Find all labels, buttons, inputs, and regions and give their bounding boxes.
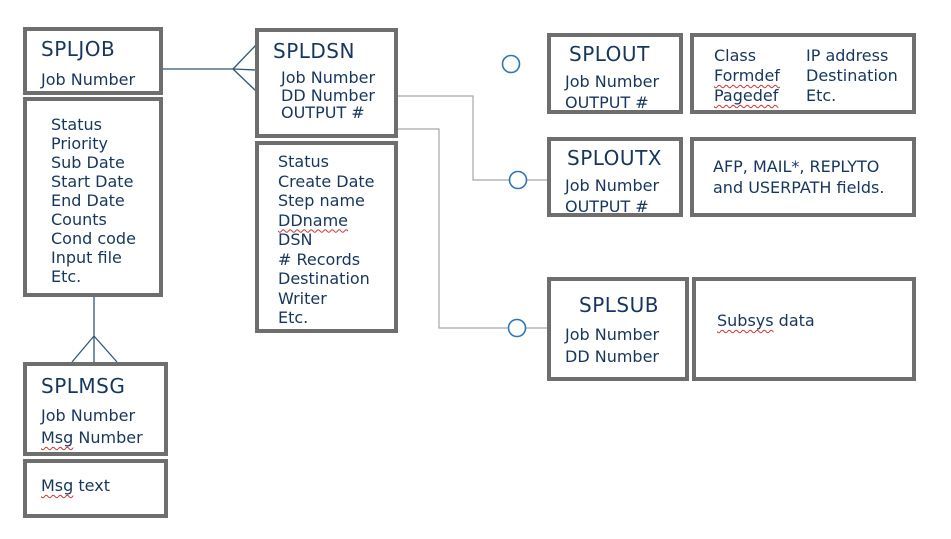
entity-splout-fields-panel: Class Formdef Pagedef IP address Destina… — [690, 33, 916, 114]
attr-item: Sub Date — [51, 153, 125, 172]
field-text-line: Subsys data — [717, 311, 912, 330]
entity-key: Job Number — [41, 406, 136, 425]
attr-item: Etc. — [278, 308, 309, 327]
entity-splsub-fields-panel: Subsys data — [692, 277, 916, 381]
attr-item: Cond code — [51, 229, 136, 248]
connector-spldsn-splout — [396, 54, 549, 74]
entity-spldsn-header: SPLDSN Job Number DD Number OUTPUT # — [255, 28, 398, 138]
field-item-misspelled: Pagedef — [714, 86, 779, 105]
zero-circle-marker-sploutx — [508, 170, 528, 190]
field-item: IP address — [806, 46, 889, 65]
attr-item: Step name — [278, 191, 365, 210]
entity-splmsg-header: SPLMSG Job Number Msg Number — [23, 362, 168, 456]
entity-splout-header: SPLOUT Job Number OUTPUT # — [547, 33, 683, 114]
entity-spljob-attributes: Status Priority Sub Date Start Date End … — [23, 97, 163, 297]
entity-key: OUTPUT # — [281, 103, 365, 122]
misspelled-word: Msg — [41, 476, 74, 495]
entity-title: SPLDSN — [273, 39, 355, 63]
attr-item: DSN — [278, 230, 313, 249]
attr-item: Create Date — [278, 171, 375, 191]
entity-spldsn-attributes: Status Create Date Step name DDname DSN … — [255, 141, 398, 333]
attr-item-misspelled: DDname — [278, 210, 349, 230]
field-text: data — [773, 311, 815, 330]
attr-item: Start Date — [51, 172, 134, 191]
misspelled-word: Subsys — [717, 311, 774, 330]
entity-key: Job Number — [281, 68, 376, 87]
entity-sploutx-fields-panel: AFP, MAIL*, REPLYTO and USERPATH fields. — [690, 137, 916, 217]
key-text: Number — [73, 428, 143, 447]
entity-key: Job Number — [565, 325, 660, 344]
attr-item: Status — [278, 152, 329, 171]
attr-item: Priority — [51, 134, 108, 153]
entity-title: SPLOUTX — [567, 146, 662, 170]
attr-item: Etc. — [51, 267, 82, 286]
entity-key: Msg Number — [41, 427, 164, 449]
entity-title: SPLMSG — [41, 374, 126, 398]
field-item: Destination — [806, 66, 898, 85]
connector-spljob-splmsg — [71, 296, 118, 363]
attr-item: Writer — [278, 288, 327, 308]
entity-spljob-header: SPLJOB Job Number — [23, 27, 163, 95]
attr-item: Status — [51, 115, 102, 134]
field-text-line: and USERPATH fields. — [713, 178, 885, 197]
attr-item: Counts — [51, 210, 107, 229]
entity-title: SPLOUT — [569, 42, 650, 66]
field-item: Etc. — [806, 86, 837, 105]
entity-key: Job Number — [565, 72, 660, 91]
misspelled-word: Msg — [41, 428, 74, 447]
connector-spljob-spldsn — [160, 43, 258, 93]
attr-item: Destination — [278, 269, 370, 288]
entity-splsub-header: SPLSUB Job Number DD Number — [547, 277, 689, 381]
entity-splmsg-attributes: Msg text — [23, 459, 168, 518]
entity-key: Job Number — [41, 70, 136, 89]
field-item-misspelled: Formdef — [714, 66, 780, 85]
entity-title: SPLSUB — [579, 293, 659, 317]
field-text-line: AFP, MAIL*, REPLYTO — [713, 157, 880, 176]
zero-circle-marker-splout — [501, 54, 521, 74]
entity-title: SPLJOB — [41, 37, 116, 61]
entity-sploutx-header: SPLOUTX Job Number OUTPUT # — [547, 137, 683, 217]
attr-item: Input file — [51, 248, 122, 267]
attr-text: text — [73, 476, 110, 495]
attr-item: # Records — [278, 249, 361, 269]
entity-key: DD Number — [281, 85, 375, 105]
field-item: Class — [714, 46, 757, 65]
attr-item: End Date — [51, 191, 125, 210]
zero-circle-marker-splsub — [507, 318, 527, 338]
entity-key: Job Number — [565, 176, 660, 195]
connector-spldsn-splsub — [396, 128, 549, 338]
entity-key: OUTPUT # — [565, 197, 649, 216]
connector-spldsn-sploutx — [396, 95, 549, 190]
attr-item: Msg text — [41, 476, 164, 495]
entity-key: OUTPUT # — [565, 93, 649, 112]
entity-key: DD Number — [565, 347, 659, 366]
